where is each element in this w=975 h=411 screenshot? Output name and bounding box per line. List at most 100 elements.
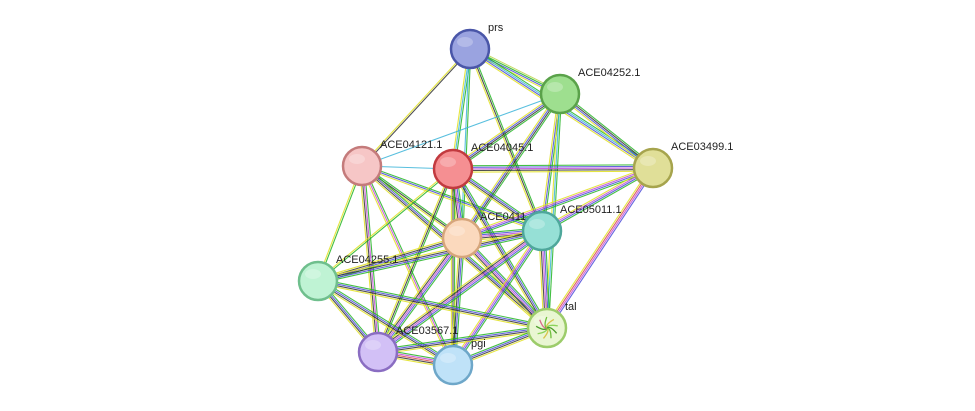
node-circle[interactable]	[297, 260, 339, 302]
edge-evidence-line	[362, 49, 471, 167]
node-ACE0411[interactable]: ACE0411	[441, 211, 526, 259]
node-circle[interactable]	[357, 331, 399, 373]
edge-evidence-line	[362, 165, 455, 365]
edge-evidence-line	[359, 166, 377, 353]
node-label: ACE05011.1	[560, 204, 622, 216]
edge-evidence-line	[377, 326, 547, 352]
edge-evidence-line	[361, 93, 561, 167]
edge-evidence-line	[540, 165, 653, 230]
edge-evidence-line	[317, 228, 542, 280]
node-prs[interactable]: prs	[449, 22, 504, 70]
node-ACE03499.1[interactable]: ACE03499.1	[632, 141, 733, 189]
edge-evidence-line	[454, 95, 562, 172]
node-circle[interactable]	[521, 210, 563, 252]
edge-evidence-line	[541, 166, 653, 231]
edge-prs-ACE0411	[460, 48, 472, 239]
node-label: ACE04255.1	[336, 254, 398, 266]
node-highlight	[349, 154, 365, 164]
edge-evidence-line	[468, 49, 542, 232]
edge-evidence-line	[317, 282, 547, 331]
node-circle[interactable]	[539, 73, 581, 115]
edge-ACE04045.1-ACE04255.1	[317, 167, 454, 283]
edge-evidence-line	[463, 235, 550, 327]
edge-evidence-line	[542, 169, 655, 234]
edge-ACE04121.1-ACE03567.1	[359, 165, 381, 353]
node-circle[interactable]	[432, 148, 474, 190]
edge-ACE04252.1-tal	[544, 93, 563, 329]
edge-evidence-line	[360, 166, 378, 353]
node-ACE04255.1[interactable]: ACE04255.1	[297, 254, 398, 302]
node-circle[interactable]	[341, 145, 383, 187]
node-ACE05011.1[interactable]: ACE05011.1	[521, 204, 622, 252]
node-circle[interactable]	[441, 217, 483, 259]
edge-evidence-line	[361, 165, 454, 366]
node-highlight	[529, 219, 545, 229]
node-label: prs	[488, 22, 504, 34]
edge-ACE03499.1-tal	[544, 166, 656, 330]
node-tal[interactable]: tal	[526, 301, 577, 349]
edge-evidence-line	[376, 236, 462, 352]
edge-evidence-line	[460, 48, 470, 238]
edge-evidence-line	[380, 239, 466, 355]
edge-evidence-line	[317, 167, 453, 281]
edge-evidence-line	[452, 92, 560, 169]
edge-evidence-line	[546, 93, 561, 329]
node-highlight	[440, 353, 456, 363]
edge-evidence-line	[362, 165, 380, 352]
edge-ACE04255.1-pgi	[316, 278, 455, 368]
protein-structure-icon	[535, 316, 558, 339]
node-pgi[interactable]: pgi	[432, 338, 486, 386]
node-label: ACE04252.1	[578, 67, 640, 79]
edge-evidence-line	[378, 328, 548, 354]
node-label: tal	[565, 301, 577, 313]
edge-evidence-line	[318, 231, 543, 283]
edge-ACE04121.1-ACE04255.1	[316, 165, 364, 282]
edge-evidence-line	[318, 169, 454, 283]
node-highlight	[449, 226, 465, 236]
edge-evidence-line	[378, 238, 464, 354]
edge-ACE04045.1-tal	[450, 167, 550, 330]
node-label: ACE0411	[480, 211, 526, 223]
edge-evidence-line	[545, 167, 653, 328]
edge-evidence-line	[317, 229, 542, 281]
node-circle[interactable]	[432, 344, 474, 386]
edge-evidence-line	[452, 167, 654, 170]
node-label: pgi	[471, 338, 486, 350]
edge-evidence-line	[317, 281, 547, 330]
edge-ACE03499.1-ACE05011.1	[540, 165, 655, 234]
edge-evidence-line	[318, 279, 454, 365]
edge-evidence-line	[470, 48, 544, 231]
edge-ACE04252.1-ACE04045.1	[451, 91, 562, 172]
edge-ACE04045.1-ACE03499.1	[452, 164, 654, 173]
edge-evidence-line	[451, 169, 547, 329]
node-circle[interactable]	[449, 28, 491, 70]
node-highlight	[440, 157, 456, 167]
edge-evidence-line	[452, 164, 653, 167]
node-ACE04121.1[interactable]: ACE04121.1	[341, 139, 442, 187]
edge-evidence-line	[451, 91, 559, 168]
edge-evidence-line	[318, 166, 364, 282]
edge-evidence-line	[318, 232, 543, 284]
node-highlight	[365, 340, 381, 350]
node-highlight	[547, 82, 563, 92]
node-label: ACE04045.1	[471, 142, 533, 154]
node-label: ACE03499.1	[671, 141, 733, 153]
node-ACE04045.1[interactable]: ACE04045.1	[432, 142, 533, 190]
edge-evidence-line	[454, 232, 545, 367]
edge-evidence-line	[317, 235, 462, 280]
edge-evidence-line	[361, 48, 470, 166]
edge-evidence-line	[548, 94, 563, 329]
edge-evidence-line	[453, 168, 549, 328]
edge-evidence-line	[450, 169, 546, 330]
edge-evidence-line	[462, 49, 472, 239]
edge-evidence-line	[360, 166, 453, 366]
node-circle[interactable]	[632, 147, 674, 189]
edge-ACE05011.1-ACE04255.1	[317, 228, 543, 284]
edge-ACE04255.1-tal	[317, 278, 548, 331]
edge-evidence-line	[377, 230, 543, 353]
node-ACE04252.1[interactable]: ACE04252.1	[539, 67, 640, 115]
edge-evidence-line	[460, 165, 653, 237]
edge-evidence-line	[459, 239, 546, 331]
node-ACE03567.1[interactable]: ACE03567.1	[357, 325, 458, 373]
